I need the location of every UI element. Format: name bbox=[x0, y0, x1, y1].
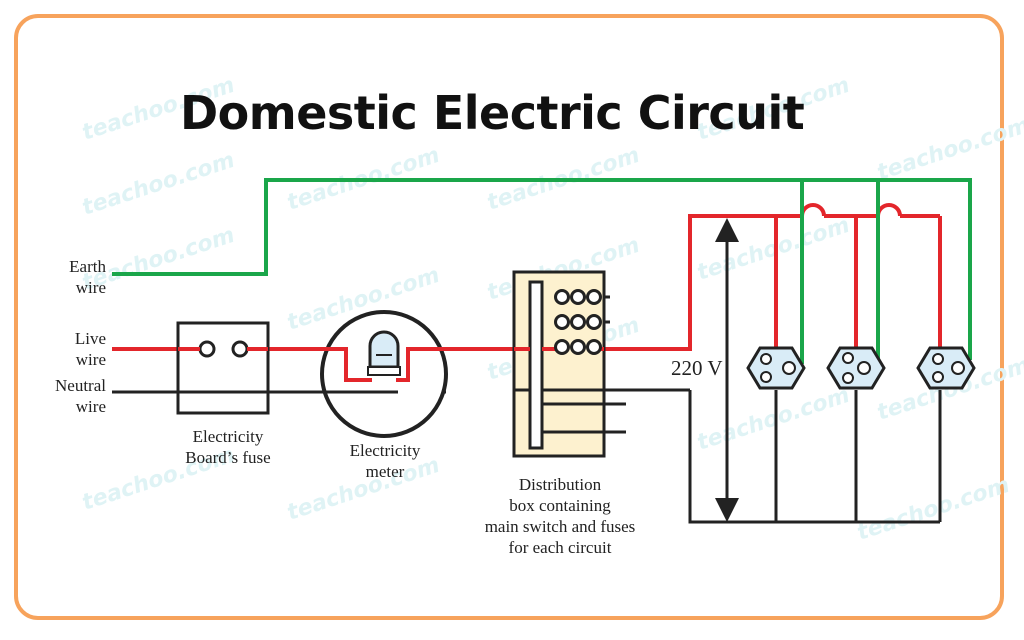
earth-wire bbox=[112, 178, 972, 360]
meter-label: Electricity meter bbox=[320, 440, 450, 482]
socket-2 bbox=[826, 346, 886, 390]
page-title: Domestic Electric Circuit bbox=[180, 86, 805, 140]
earth-wire-label: Earth wire bbox=[40, 256, 106, 298]
distribution-box-label: Distribution box containing main switch … bbox=[440, 474, 680, 558]
board-fuse-label: Electricity Board’s fuse bbox=[158, 426, 298, 468]
distribution-label-line3: main switch and fuses bbox=[484, 517, 636, 536]
fuse-holes bbox=[554, 289, 602, 355]
voltage-arrow bbox=[715, 218, 739, 522]
svg-text:teachoo.com: teachoo.com bbox=[79, 148, 238, 221]
earth-label-line1: Earth bbox=[69, 257, 106, 276]
live-label-line2: wire bbox=[75, 350, 106, 369]
electricity-meter bbox=[320, 310, 448, 438]
distribution-label-line1: Distribution bbox=[518, 475, 602, 494]
earth-label-line2: wire bbox=[75, 278, 106, 297]
meter-bulb-icon bbox=[367, 330, 401, 376]
distribution-label-line4: for each circuit bbox=[508, 538, 612, 557]
svg-text:teachoo.com: teachoo.com bbox=[694, 383, 853, 456]
voltage-label: 220 V bbox=[669, 356, 725, 381]
neutral-label-line1: Neutral bbox=[55, 376, 106, 395]
socket-3 bbox=[916, 346, 976, 390]
diagram-frame bbox=[14, 14, 1004, 620]
svg-text:teachoo.com: teachoo.com bbox=[874, 113, 1024, 186]
svg-text:teachoo.com: teachoo.com bbox=[694, 213, 853, 286]
socket-1 bbox=[746, 346, 806, 390]
earth-drops bbox=[800, 180, 880, 364]
neutral-wire-label: Neutral wire bbox=[30, 375, 106, 417]
distribution-label-line2: box containing bbox=[509, 496, 611, 515]
svg-text:teachoo.com: teachoo.com bbox=[854, 473, 1013, 546]
board-fuse-label-line1: Electricity bbox=[192, 427, 264, 446]
meter-label-line1: Electricity bbox=[349, 441, 421, 460]
neutral-label-line2: wire bbox=[75, 397, 106, 416]
board-fuse bbox=[176, 321, 270, 415]
live-label-line1: Live bbox=[74, 329, 106, 348]
board-fuse-label-line2: Board’s fuse bbox=[185, 448, 271, 467]
distribution-box bbox=[512, 270, 606, 458]
meter-label-line2: meter bbox=[365, 462, 405, 481]
live-wire-label: Live wire bbox=[40, 328, 106, 370]
